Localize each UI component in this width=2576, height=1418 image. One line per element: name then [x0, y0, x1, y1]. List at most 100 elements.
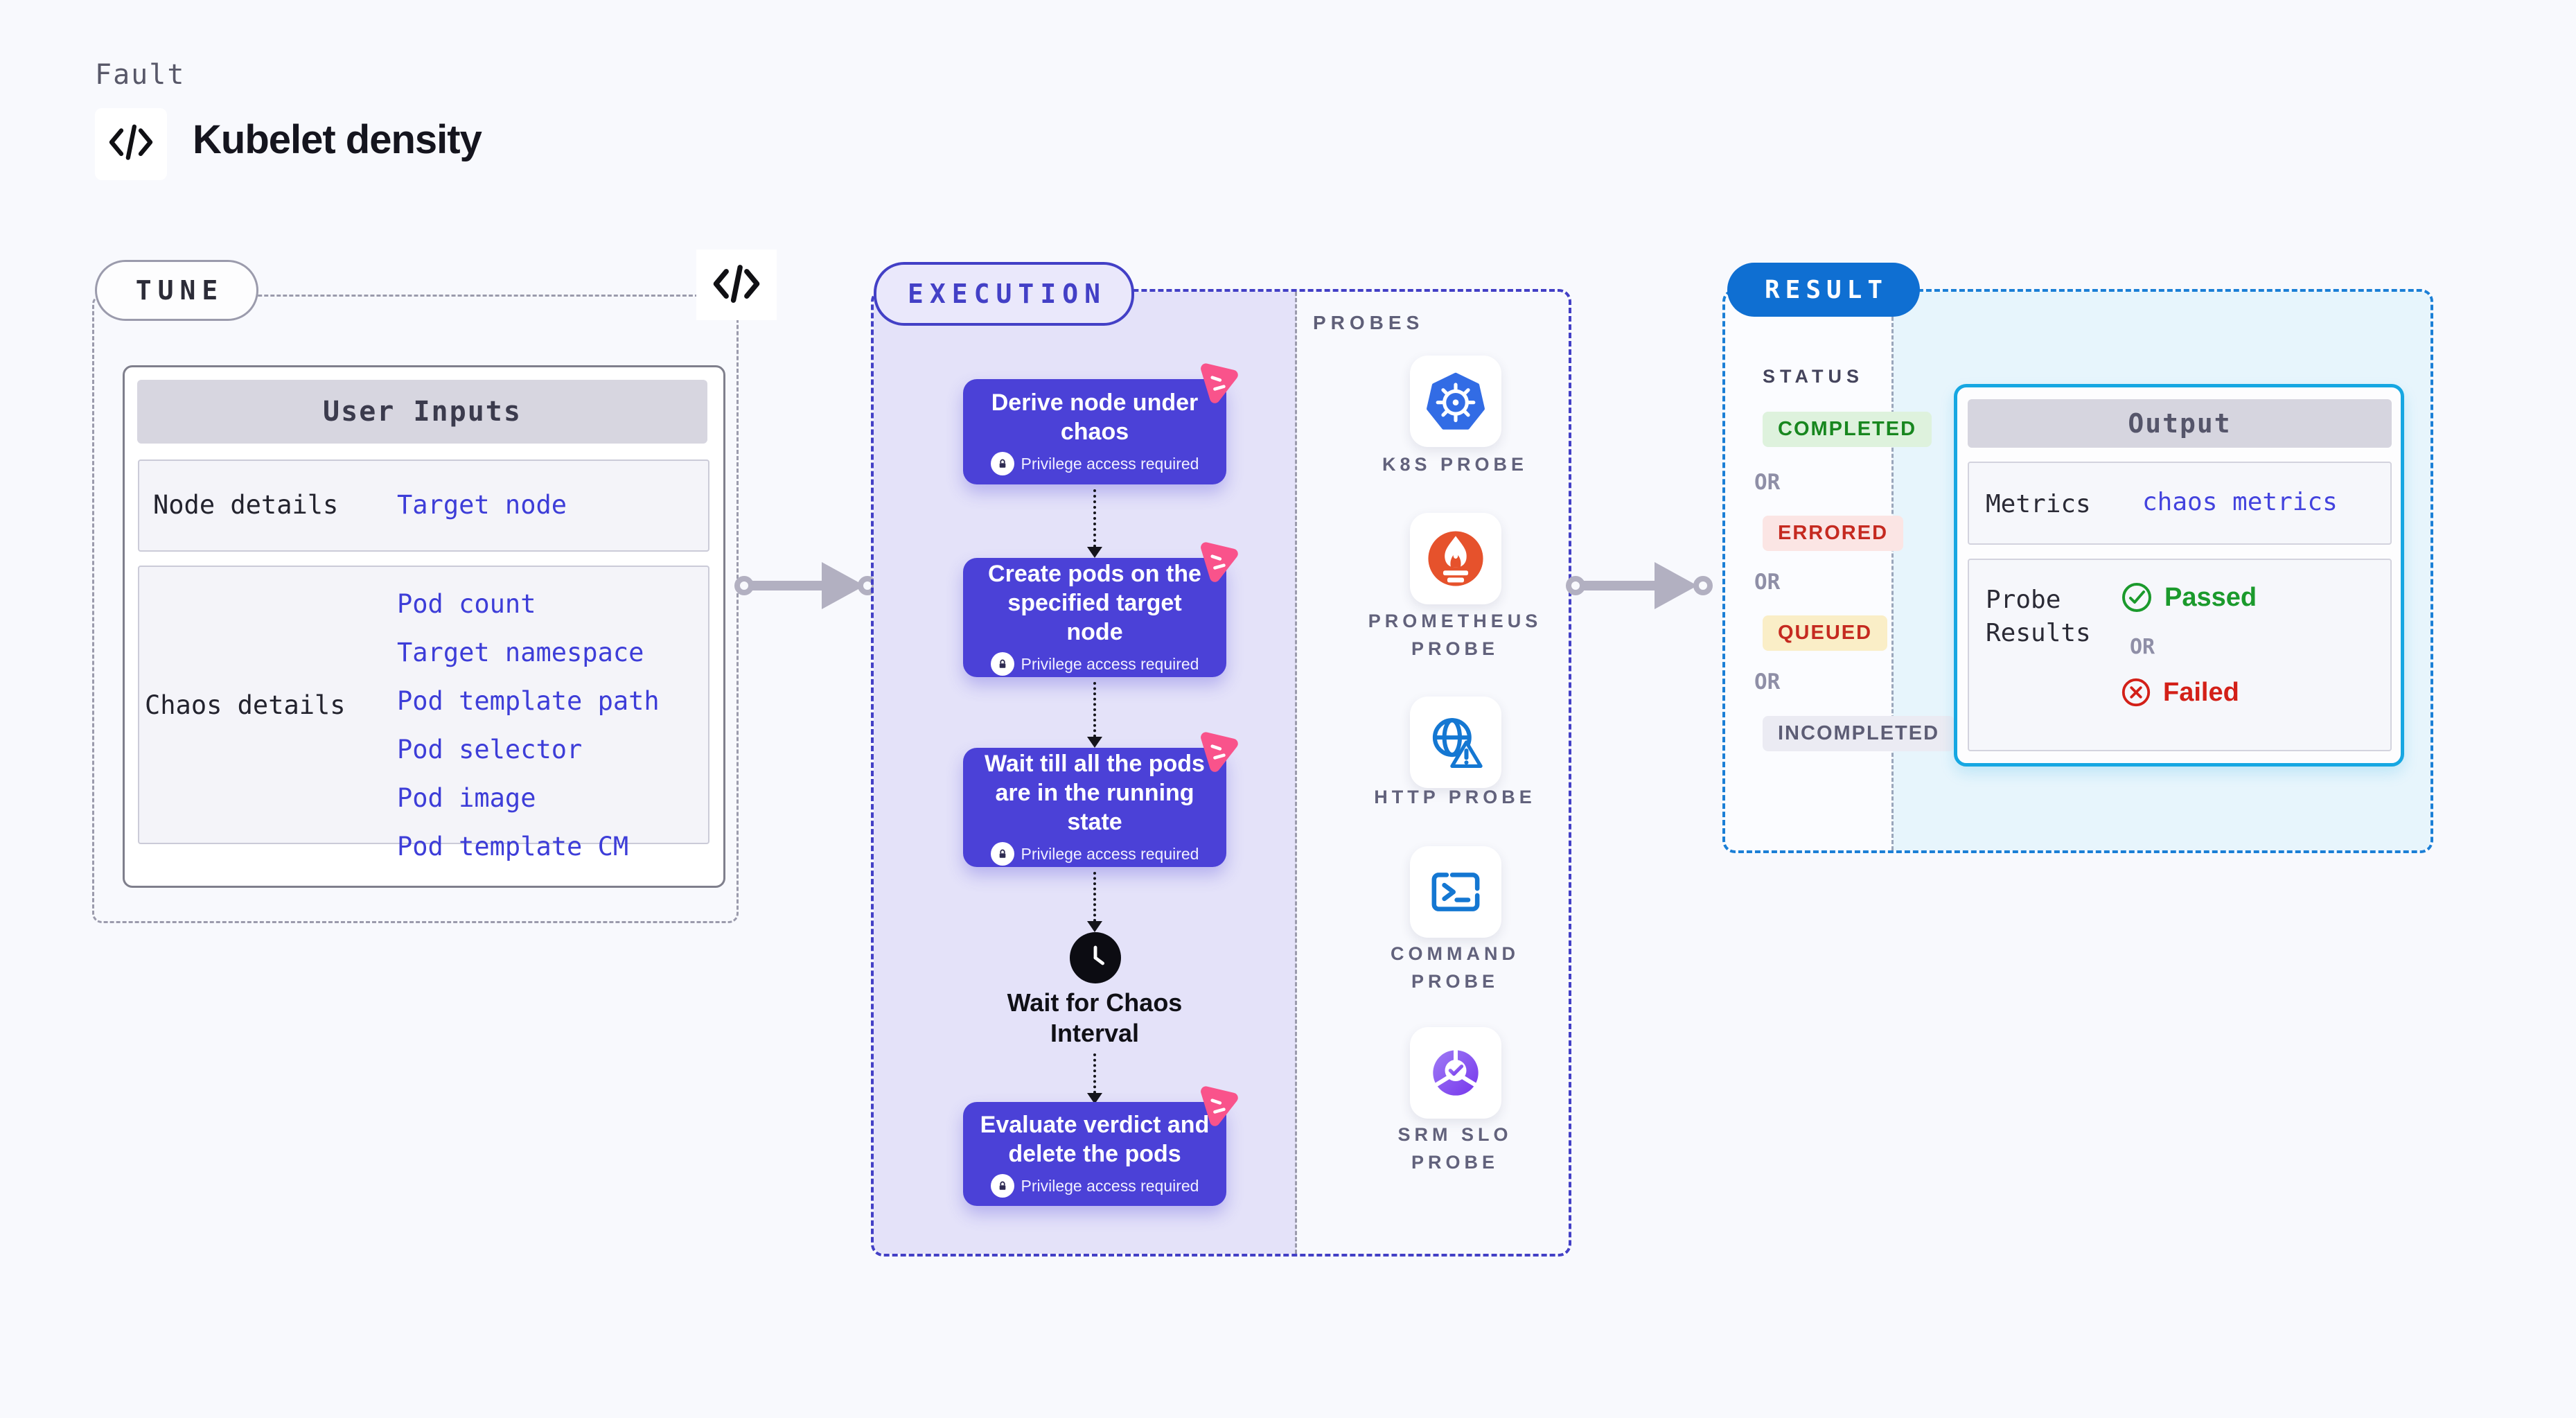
probe-label-srm-slo: SRM SLO PROBE — [1397, 1124, 1512, 1173]
fault-kicker: Fault — [95, 59, 186, 91]
terminal-icon — [1431, 873, 1480, 911]
lock-icon — [990, 652, 1014, 676]
metrics-label: Metrics — [1986, 490, 2091, 518]
flow-connector-arrow — [1087, 547, 1102, 558]
link-pod-selector[interactable]: Pod selector — [397, 735, 583, 764]
status-badge-completed: COMPLETED — [1763, 412, 1932, 447]
clock-icon — [1070, 932, 1121, 983]
node-details-label: Node details — [153, 490, 339, 520]
page-title: Kubelet density — [193, 117, 482, 162]
flow-connector-arrow — [1087, 921, 1102, 932]
link-target-node[interactable]: Target node — [397, 490, 567, 520]
flow-connector — [1093, 872, 1096, 922]
privilege-label: Privilege access required — [1021, 454, 1199, 473]
probe-results-row: Probe Results Passed OR Failed — [1968, 559, 2392, 751]
tune-section — [92, 295, 739, 923]
failed-label: Failed — [2163, 677, 2239, 707]
status-badge-incompleted: INCOMPLETED — [1763, 716, 1955, 751]
probe-label-command: COMMAND PROBE — [1391, 943, 1519, 992]
link-chaos-metrics[interactable]: chaos metrics — [2142, 488, 2338, 516]
privilege-row: Privilege access required — [990, 652, 1199, 676]
node-evaluate-verdict: Evaluate verdict and delete the pods Pri… — [963, 1086, 1238, 1206]
status-badge-queued: QUEUED — [1763, 615, 1888, 651]
probe-card-http — [1410, 697, 1501, 788]
arrow2-end-dot — [1693, 576, 1713, 595]
result-divider — [1891, 292, 1894, 850]
node-title: Create pods on the specified target node — [988, 561, 1201, 645]
link-pod-image[interactable]: Pod image — [397, 783, 536, 813]
output-header: Output — [1968, 399, 2392, 448]
probe-card-prometheus — [1410, 513, 1501, 604]
probe-label-prometheus: PROMETHEUS PROBE — [1368, 611, 1542, 659]
node-title: Wait till all the pods are in the runnin… — [985, 751, 1205, 835]
execution-probes-divider — [1295, 292, 1297, 1254]
node-title: Evaluate verdict and delete the pods — [980, 1112, 1210, 1167]
or-label: OR — [2130, 635, 2155, 659]
user-inputs-header: User Inputs — [137, 380, 707, 444]
flow-connector — [1093, 682, 1096, 737]
flow-connector — [1093, 489, 1096, 548]
privilege-label: Privilege access required — [1021, 1176, 1199, 1195]
passed-verdict: Passed — [2120, 581, 2257, 614]
arrow2-head — [1655, 562, 1697, 609]
kubernetes-icon — [1427, 372, 1485, 430]
node-wait-running: Wait till all the pods are in the runnin… — [963, 732, 1238, 867]
arrow1-shaft — [752, 581, 826, 590]
arrow2-start-dot — [1566, 576, 1585, 595]
node-derive-node: Derive node under chaos Privilege access… — [963, 363, 1238, 484]
link-pod-count[interactable]: Pod count — [397, 589, 536, 619]
status-title: STATUS — [1763, 366, 1864, 387]
arrow1-start-dot — [734, 576, 754, 595]
arrow1-head — [822, 562, 865, 609]
probes-label: PROBES — [1313, 312, 1424, 333]
lock-icon — [990, 842, 1014, 866]
probe-card-k8s — [1410, 356, 1501, 447]
probe-card-srm-slo — [1410, 1027, 1501, 1119]
flow-connector — [1093, 1053, 1096, 1094]
node-details-row: Node details Target node — [138, 459, 709, 552]
flow-connector-arrow — [1087, 737, 1102, 748]
wait-interval-label: Wait for Chaos Interval — [1007, 988, 1183, 1047]
slo-donut-icon — [1433, 1047, 1479, 1096]
chaos-hub-icon — [1201, 1086, 1238, 1126]
link-pod-template-cm[interactable]: Pod template CM — [397, 832, 629, 861]
privilege-row: Privilege access required — [990, 452, 1199, 475]
probe-card-command — [1410, 846, 1501, 938]
metrics-row: Metrics chaos metrics — [1968, 462, 2392, 545]
probe-label-k8s: K8S PROBE — [1382, 454, 1528, 475]
privilege-label: Privilege access required — [1021, 654, 1199, 673]
or-label: OR — [1754, 470, 1781, 495]
execution-section — [871, 289, 1571, 1257]
lock-icon — [990, 1174, 1014, 1198]
status-badge-errored: ERRORED — [1763, 516, 1904, 551]
chaos-hub-icon — [1201, 732, 1238, 772]
http-globe-icon — [1432, 718, 1483, 768]
tune-code-icon — [696, 250, 777, 320]
code-icon — [95, 108, 167, 180]
link-target-namespace[interactable]: Target namespace — [397, 638, 644, 667]
flow-connector-arrow — [1087, 1093, 1102, 1104]
probe-label-http: HTTP PROBE — [1374, 787, 1536, 807]
arrow2-shaft — [1584, 581, 1659, 590]
execution-pill: EXECUTION — [874, 262, 1134, 326]
privilege-row: Privilege access required — [990, 1174, 1199, 1198]
link-pod-template-path[interactable]: Pod template path — [397, 686, 660, 716]
x-circle-icon — [2121, 678, 2151, 707]
node-title: Derive node under chaos — [991, 389, 1199, 445]
result-pill: RESULT — [1727, 263, 1920, 317]
passed-label: Passed — [2164, 582, 2257, 612]
or-label: OR — [1754, 669, 1781, 694]
tune-pill: TUNE — [95, 260, 258, 321]
check-circle-icon — [2122, 583, 2151, 612]
privilege-label: Privilege access required — [1021, 844, 1199, 863]
node-create-pods: Create pods on the specified target node… — [963, 542, 1238, 677]
probe-results-label: Probe Results — [1986, 586, 2091, 647]
prometheus-icon — [1428, 531, 1483, 586]
privilege-row: Privilege access required — [990, 842, 1199, 866]
failed-verdict: Failed — [2120, 676, 2239, 708]
chaos-hub-icon — [1201, 363, 1238, 403]
chaos-details-row: Chaos details Pod count Target namespace… — [138, 566, 709, 861]
or-label: OR — [1754, 570, 1781, 595]
chaos-details-label: Chaos details — [145, 690, 346, 720]
